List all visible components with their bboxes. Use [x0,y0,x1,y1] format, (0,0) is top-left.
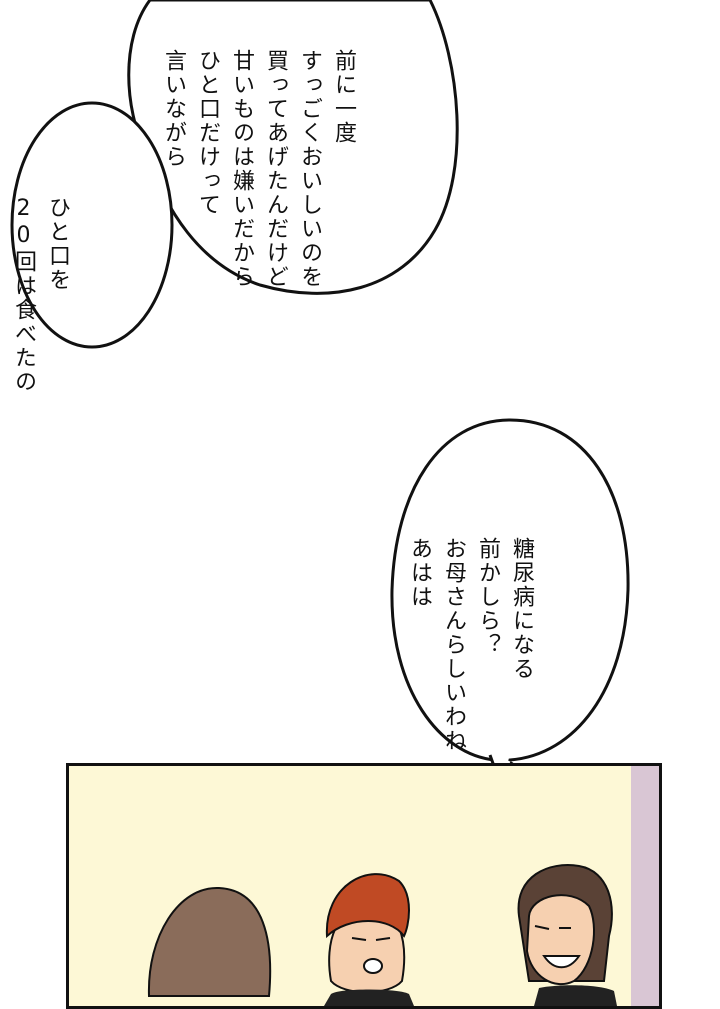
bubble-right-text: 糖尿病になる 前かしら？ お母さんらしいわね あはは [402,483,572,753]
bubble-right-line-4: あはは [407,537,432,609]
comic-panel [66,763,662,1009]
panel-wall-strip [631,766,659,1006]
character-left [147,886,272,997]
bubble-large-line-6: 言いながら [161,49,186,169]
bubble-large-line-1: 前に一度 [331,49,356,145]
bubble-right-line-2: 前かしら？ [475,537,500,657]
bubble-right-line-1: 糖尿病になる [509,537,534,681]
bubble-small-text: ひと口を 20回は食べたの [6,142,108,394]
bubble-right-line-3: お母さんらしいわね [441,537,466,753]
bubble-large-text: 前に一度 すっごくおいしいのを 買ってあげたんだけど 甘いものは嫌いだから ひと… [156,0,394,289]
character-middle [324,873,414,1006]
bubble-small-line-2: 20回は食べたの [11,196,36,394]
bubble-small-line-1: ひと口を [45,196,70,292]
bubble-large-line-3: 買ってあげたんだけど [263,49,288,289]
characters-illustration [147,864,617,1006]
bubble-large-line-5: ひと口だけって [195,49,220,217]
character-right [517,864,617,1006]
bubble-large-line-2: すっごくおいしいのを [297,49,322,289]
speech-bubble-small [10,101,174,349]
bubble-large-line-4: 甘いものは嫌いだから [229,49,254,289]
